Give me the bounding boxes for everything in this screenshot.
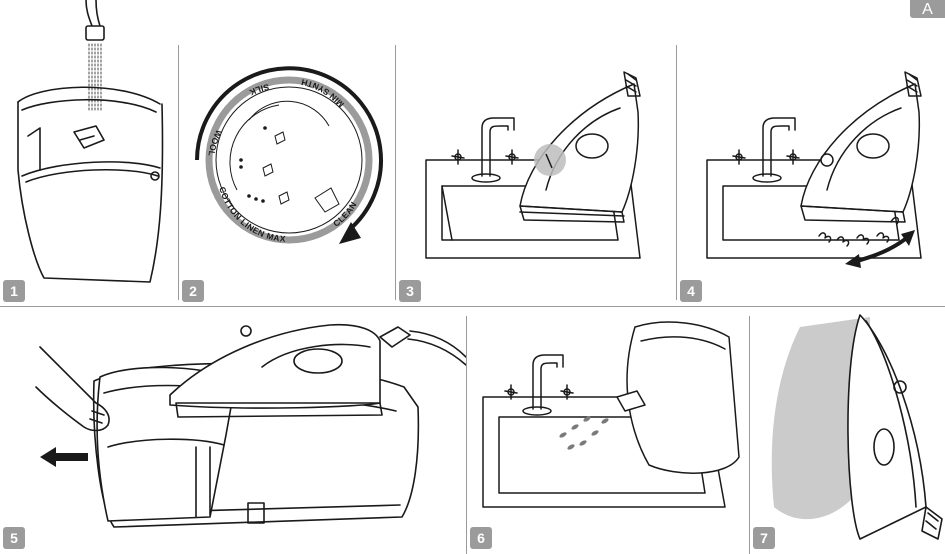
step-number-badge: 5: [3, 527, 25, 549]
step-2-panel: MIN SYNTH SILK WOOL COTTON LINEN MAX CLE…: [179, 0, 395, 306]
iron-flush-illustration: [677, 0, 945, 306]
filling-tank-illustration: [0, 0, 178, 306]
empty-tank-illustration: [467, 307, 749, 554]
wipe-soleplate-illustration: [750, 307, 945, 554]
temperature-dial-illustration: MIN SYNTH SILK WOOL COTTON LINEN MAX CLE…: [179, 0, 395, 306]
step-7-panel: 7: [750, 307, 945, 554]
step-5-panel: 5: [0, 307, 466, 554]
step-number-badge: 1: [3, 280, 25, 302]
step-6-panel: 6: [467, 307, 749, 554]
step-1-panel: 1: [0, 0, 178, 306]
step-4-panel: 4: [677, 0, 945, 306]
step-number-badge: 2: [182, 280, 204, 302]
step-number-badge: 6: [470, 527, 492, 549]
remove-tank-illustration: [0, 307, 466, 554]
step-3-panel: 3: [396, 0, 676, 306]
iron-over-sink-illustration: [396, 0, 676, 306]
step-number-badge: 3: [399, 280, 421, 302]
step-number-badge: 7: [753, 527, 775, 549]
step-number-badge: 4: [680, 280, 702, 302]
